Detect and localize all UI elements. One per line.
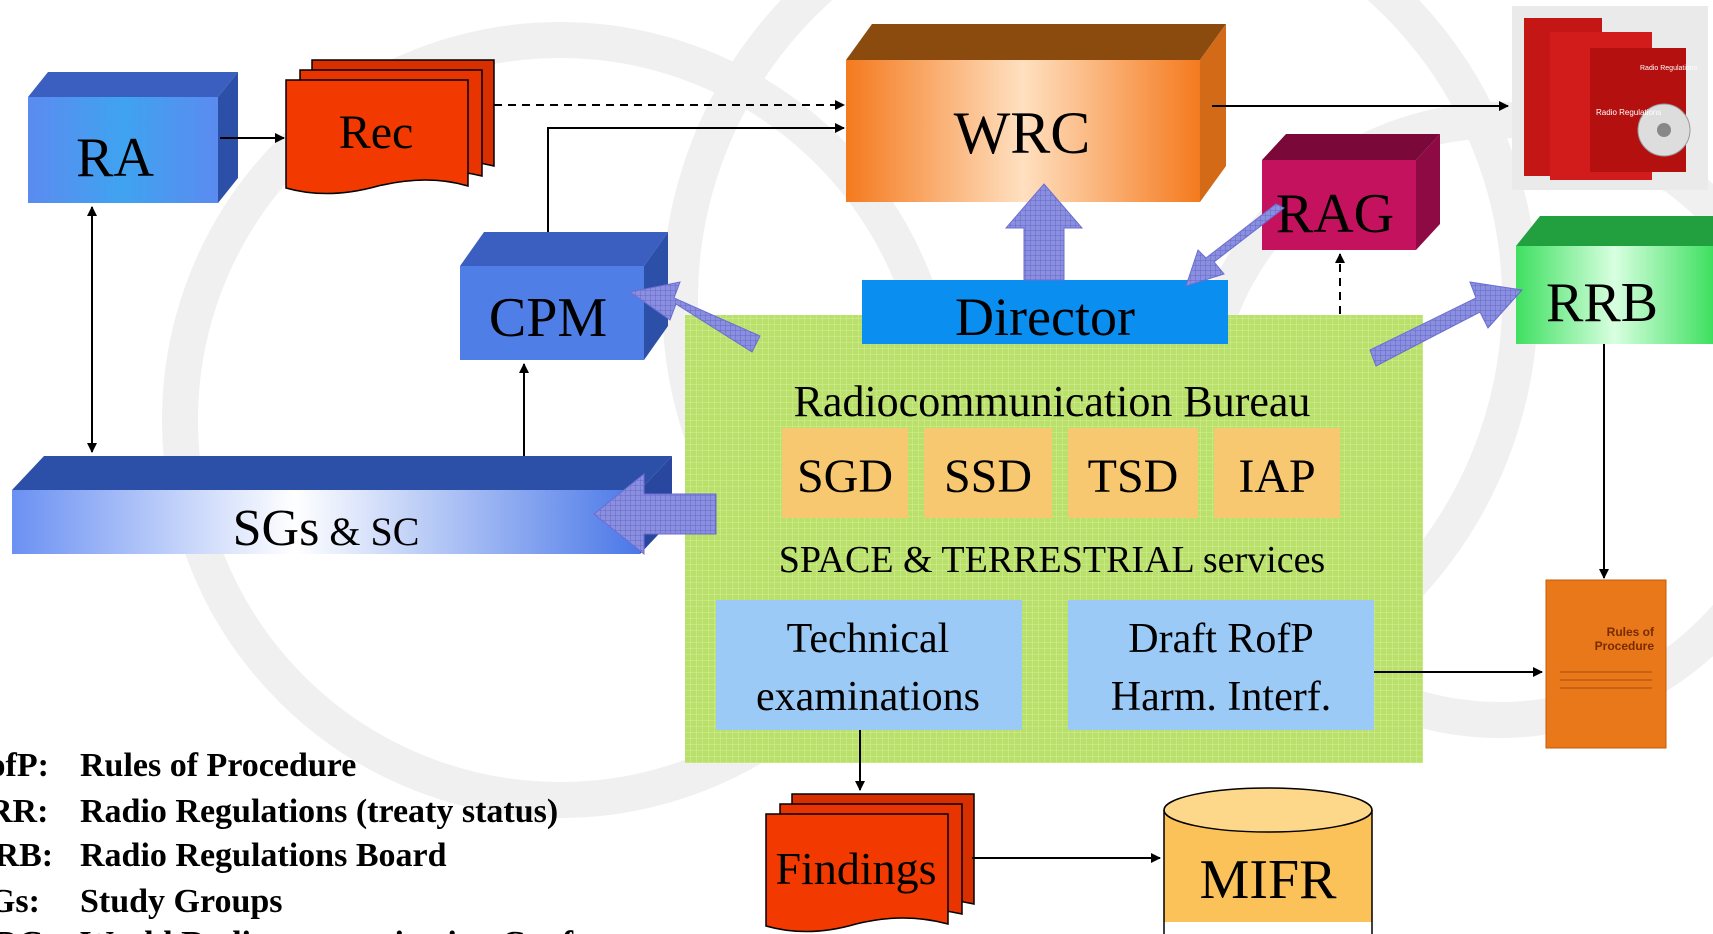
rag-node[interactable]: RAG <box>1262 134 1440 250</box>
block-arrows <box>593 183 1523 556</box>
rag-label: RAG <box>1276 183 1394 245</box>
glossary-item: WRC: World Radiocommunication Conference <box>0 925 667 934</box>
rec-node[interactable]: Rec <box>285 59 495 195</box>
block-arrow-rag-to-director <box>1185 203 1285 287</box>
glossary-abbr: RofP: <box>0 747 49 784</box>
rec-label: Rec <box>339 106 414 159</box>
rr-book-spine: Radio Regulations <box>1640 65 1698 72</box>
technical-label-1: Technical <box>787 616 950 662</box>
mifr-label: MIFR <box>1200 849 1338 911</box>
block-arrow-bureau-to-cpm <box>628 281 761 353</box>
director-node[interactable]: Director <box>862 280 1228 347</box>
sgs-label-big: SGs <box>233 500 320 557</box>
glossary-text: Radio Regulations Board <box>80 837 447 874</box>
findings-label: Findings <box>775 843 936 894</box>
dept-label-iap: IAP <box>1238 450 1315 503</box>
glossary-item: RofP: Rules of Procedure <box>0 747 356 784</box>
wrc-label: WRC <box>954 100 1091 166</box>
draft-label-2: Harm. Interf. <box>1111 674 1331 720</box>
technical-label-2: examinations <box>756 674 980 720</box>
draft-label-1: Draft RofP <box>1128 616 1313 662</box>
cpm-label: CPM <box>489 287 607 349</box>
glossary-text: World Radiocommunication Conference <box>80 925 667 934</box>
glossary-text: Radio Regulations (treaty status) <box>80 793 558 830</box>
sgs-node[interactable]: SGs & SC <box>12 456 672 557</box>
services-label: SPACE & TERRESTRIAL services <box>779 539 1325 581</box>
dept-box-tsd[interactable] <box>1068 428 1198 518</box>
rofp-book-title-2: Procedure <box>1595 639 1655 653</box>
sgs-label: SGs & SC <box>233 500 420 557</box>
director-label: Director <box>955 287 1135 347</box>
rules-of-procedure-book-image: Rules of Procedure <box>1545 579 1667 749</box>
dept-box-sgd[interactable] <box>782 428 908 518</box>
glossary-abbr: RRB: <box>0 837 53 874</box>
rofp-book-title-1: Rules of <box>1607 625 1655 639</box>
ra-node[interactable]: RA <box>28 72 238 203</box>
mifr-node[interactable]: MIFR <box>1163 787 1373 934</box>
rrb-node[interactable]: RRB <box>1516 216 1713 344</box>
glossary-abbr: WRC: <box>0 925 54 934</box>
rr-book-title: Radio Regulations <box>1596 108 1661 117</box>
technical-examinations-node[interactable]: Technical examinations <box>716 600 1022 730</box>
glossary-item: RR: Radio Regulations (treaty status) <box>0 793 558 830</box>
draft-rofp-node[interactable]: Draft RofP Harm. Interf. <box>1068 600 1374 730</box>
glossary: RofP: Rules of Procedure RR: Radio Regul… <box>0 747 667 934</box>
glossary-abbr: RR: <box>0 793 48 830</box>
dept-box-ssd[interactable] <box>924 428 1052 518</box>
wrc-node[interactable]: WRC <box>846 24 1226 202</box>
block-arrow-bureau-to-rrb <box>1369 281 1523 367</box>
dept-label-ssd: SSD <box>944 450 1032 503</box>
ra-label: RA <box>76 127 154 189</box>
bureau-title: Radiocommunication Bureau <box>794 377 1311 426</box>
rrb-label: RRB <box>1546 272 1658 334</box>
radio-regulations-books-image: Radio Regulations Radio Regulations <box>1512 6 1708 190</box>
dept-label-tsd: TSD <box>1088 450 1179 503</box>
sgs-label-small: & SC <box>319 509 419 554</box>
findings-node[interactable]: Findings <box>765 793 975 933</box>
block-arrow-director-to-wrc <box>1004 183 1084 281</box>
glossary-text: Rules of Procedure <box>80 747 356 784</box>
cpm-node[interactable]: CPM <box>460 232 668 360</box>
department-boxes: SGD SSD TSD IAP <box>782 428 1340 518</box>
dept-box-iap[interactable] <box>1214 428 1340 518</box>
glossary-text: Study Groups <box>80 883 283 920</box>
glossary-item: RRB: Radio Regulations Board <box>0 837 447 874</box>
glossary-abbr: SGs: <box>0 883 40 920</box>
glossary-item: SGs: Study Groups <box>0 883 283 920</box>
connectors <box>87 100 1609 863</box>
arrow-cpm-to-wrc <box>547 123 845 232</box>
dept-label-sgd: SGD <box>797 450 893 503</box>
block-arrow-bureau-to-sgs <box>593 472 717 556</box>
